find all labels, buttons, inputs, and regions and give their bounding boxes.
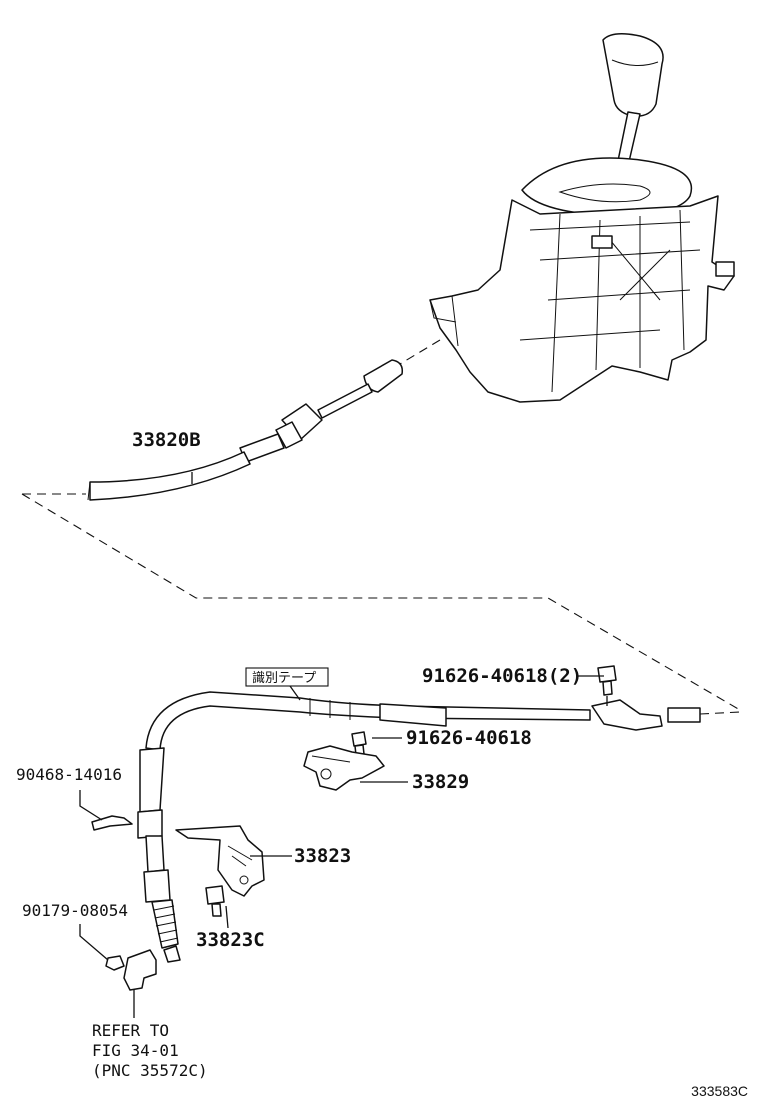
label-33820b: 33820B — [132, 429, 201, 451]
label-33829: 33829 — [412, 771, 469, 793]
retainer-drawing — [303, 745, 385, 791]
label-33823: 33823 — [294, 845, 351, 867]
leader-lines — [79, 472, 604, 1018]
refer-line-2: FIG 34-01 — [92, 1041, 179, 1060]
lower-end-bracket-drawing — [123, 945, 181, 991]
label-id-tape: 識別テープ — [252, 671, 316, 686]
bracket-drawing — [175, 825, 265, 897]
bolt-drawing — [351, 731, 367, 756]
upper-cable-end-drawing — [87, 339, 441, 501]
shift-lever-assembly-drawing — [429, 33, 735, 403]
connection-outline — [21, 493, 741, 711]
refer-line-3: (PNC 35572C) — [92, 1061, 208, 1080]
label-bolt: 91626-40618 — [406, 727, 532, 749]
label-33823c: 33823C — [196, 929, 265, 951]
label-bolt-with-qty: 91626-40618(2) — [422, 665, 582, 687]
nut-drawing — [105, 955, 125, 971]
figure-number: 333583C — [691, 1083, 748, 1099]
bolt-33823c-drawing — [205, 885, 225, 917]
label-90179-08054: 90179-08054 — [22, 901, 128, 920]
lower-cable-drawing — [137, 691, 741, 949]
refer-line-1: REFER TO — [92, 1021, 169, 1040]
label-90468-14016: 90468-14016 — [16, 765, 122, 784]
id-tape-box — [245, 667, 329, 687]
bolt-pair-drawing — [597, 665, 617, 706]
